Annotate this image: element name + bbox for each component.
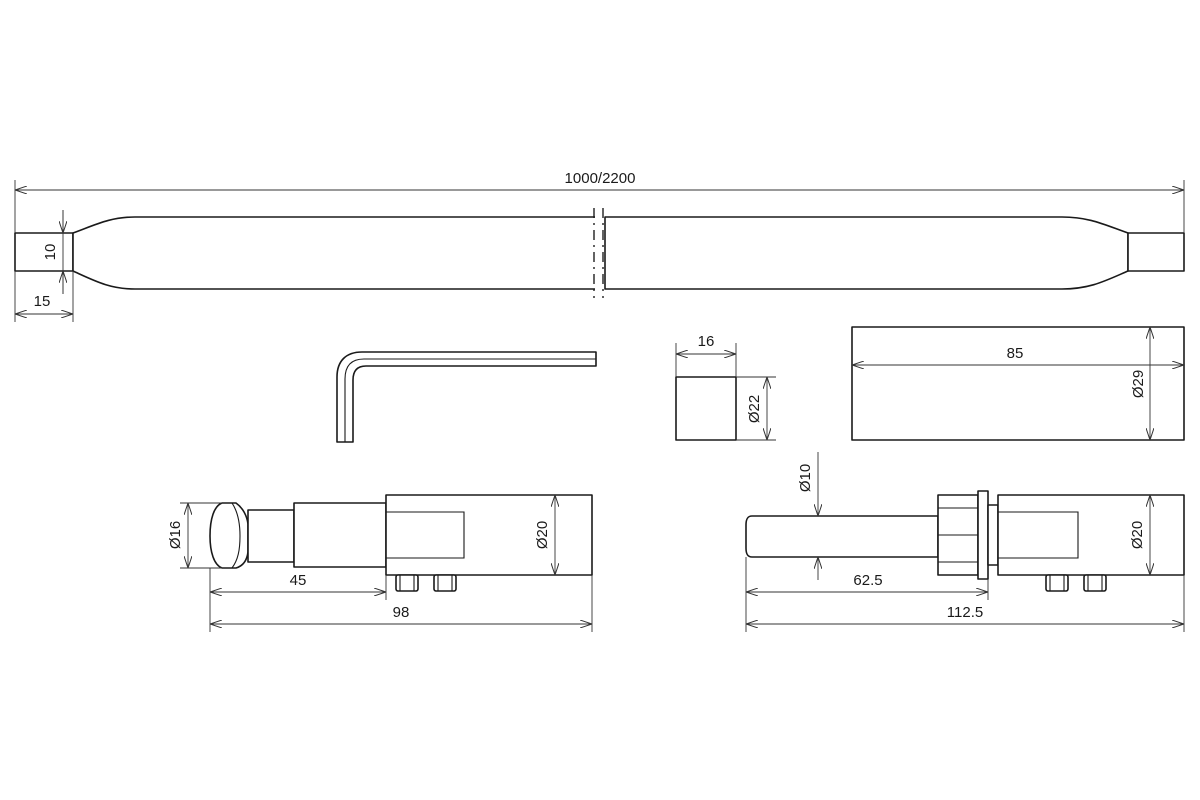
dimension-block-diameter: Ø29 — [1130, 327, 1150, 440]
sleeve-body — [675, 376, 737, 441]
dimension-block-length: 85 — [852, 345, 1184, 365]
dimension-sleeve-length: 16 — [675, 333, 737, 377]
dim-label-pin-body-diameter: Ø20 — [534, 521, 551, 549]
dim-label-rod-end-length: 15 — [34, 293, 51, 310]
cylinder-block — [851, 326, 1185, 441]
pin-ball-head — [209, 502, 249, 569]
bolt-body — [997, 494, 1185, 576]
bolt-collar — [987, 504, 999, 566]
bolt-set-screw-2 — [1083, 574, 1107, 592]
dim-label-bolt-body-diameter: Ø20 — [1129, 521, 1146, 549]
dim-label-sleeve-diameter: Ø22 — [746, 395, 763, 423]
dim-label-block-diameter: Ø29 — [1130, 370, 1147, 398]
dim-label-pin-total-length: 98 — [393, 604, 410, 621]
dim-label-rod-length: 1000/2200 — [565, 170, 636, 187]
extension-rod — [14, 208, 1185, 298]
pin-body — [385, 494, 593, 576]
dimension-bolt-shaft-diameter: Ø10 — [797, 452, 818, 580]
pin-adapter — [209, 494, 593, 592]
rod-body-left — [72, 216, 598, 290]
dimension-rod-end-diameter: 10 — [42, 210, 63, 294]
dimension-rod-end-length: 15 — [14, 271, 74, 322]
dim-label-bolt-total-length: 112.5 — [947, 604, 983, 621]
bolt-washer — [977, 490, 989, 580]
hex-key-outline — [336, 351, 597, 443]
sleeve — [675, 376, 737, 441]
dim-label-pin-shaft-length: 45 — [290, 572, 307, 589]
pin-neck — [247, 509, 295, 563]
dim-label-pin-head-diameter: Ø16 — [167, 521, 184, 549]
dim-label-bolt-shaft-diameter: Ø10 — [797, 464, 814, 492]
dimension-bolt-total-length: 112.5 — [746, 575, 1185, 632]
bolt-shaft — [745, 515, 939, 558]
dim-label-sleeve-length: 16 — [698, 333, 715, 350]
pin-shaft — [293, 502, 387, 568]
hex-key — [336, 351, 597, 443]
dimension-rod-length: 1000/2200 — [14, 170, 1185, 233]
dim-label-block-length: 85 — [1007, 345, 1024, 362]
bolt-set-screw-1 — [1045, 574, 1069, 592]
dimension-pin-body-diameter: Ø20 — [534, 495, 555, 575]
block-body — [851, 326, 1185, 441]
dimension-bolt-shaft-length: 62.5 — [745, 557, 989, 632]
rod-right-end — [1127, 232, 1185, 272]
dim-label-rod-end-diameter: 10 — [42, 244, 59, 261]
pin-set-screw-2 — [433, 574, 457, 592]
rod-body-right — [604, 216, 1129, 290]
pin-set-screw-1 — [395, 574, 419, 592]
dimension-pin-shaft-length: 45 — [209, 568, 387, 632]
dimension-sleeve-diameter: Ø22 — [736, 376, 776, 441]
dimension-pin-head-diameter: Ø16 — [167, 502, 222, 569]
dimension-pin-total-length: 98 — [210, 575, 593, 632]
bolt-adapter — [745, 490, 1185, 592]
dimension-bolt-body-diameter: Ø20 — [1129, 495, 1150, 575]
dim-label-bolt-shaft-length: 62.5 — [853, 572, 882, 589]
